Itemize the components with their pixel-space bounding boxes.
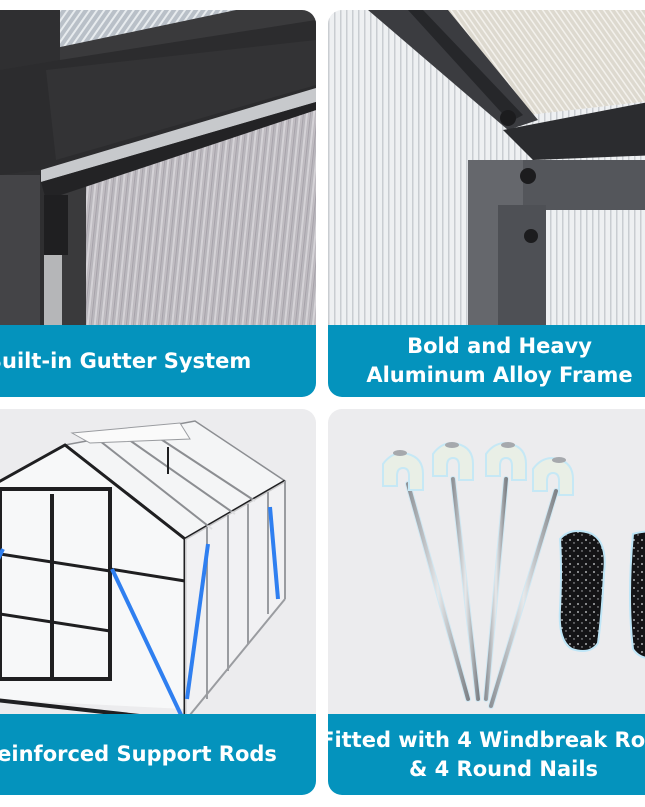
feature-card-gutter: Built-in Gutter System bbox=[0, 10, 316, 397]
banner-line: Aluminum Alloy Frame bbox=[366, 363, 633, 387]
banner-line: Built-in Gutter System bbox=[0, 348, 252, 373]
banner-line: Fitted with 4 Windbreak Ropes bbox=[328, 727, 645, 752]
banner-line: Reinforced Support Rods bbox=[0, 742, 277, 766]
feature-card-rods: Reinforced Support Rods bbox=[0, 409, 316, 795]
feature-banner: Bold and Heavy Aluminum Alloy Frame bbox=[328, 325, 645, 397]
feature-banner: Fitted with 4 Windbreak Ropes & 4 Round … bbox=[328, 714, 645, 795]
greenhouse-diagram bbox=[0, 409, 316, 714]
feature-banner: Built-in Gutter System bbox=[0, 325, 316, 397]
stakes-and-ropes-photo bbox=[328, 409, 645, 714]
feature-card-nails: Fitted with 4 Windbreak Ropes & 4 Round … bbox=[328, 409, 645, 795]
aluminum-frame-photo bbox=[328, 10, 645, 325]
banner-line: & 4 Round Nails bbox=[408, 756, 599, 781]
gutter-photo bbox=[0, 10, 316, 325]
feature-banner: Reinforced Support Rods bbox=[0, 714, 316, 795]
banner-line: Bold and Heavy bbox=[407, 334, 592, 358]
feature-card-frame: Bold and Heavy Aluminum Alloy Frame bbox=[328, 10, 645, 397]
